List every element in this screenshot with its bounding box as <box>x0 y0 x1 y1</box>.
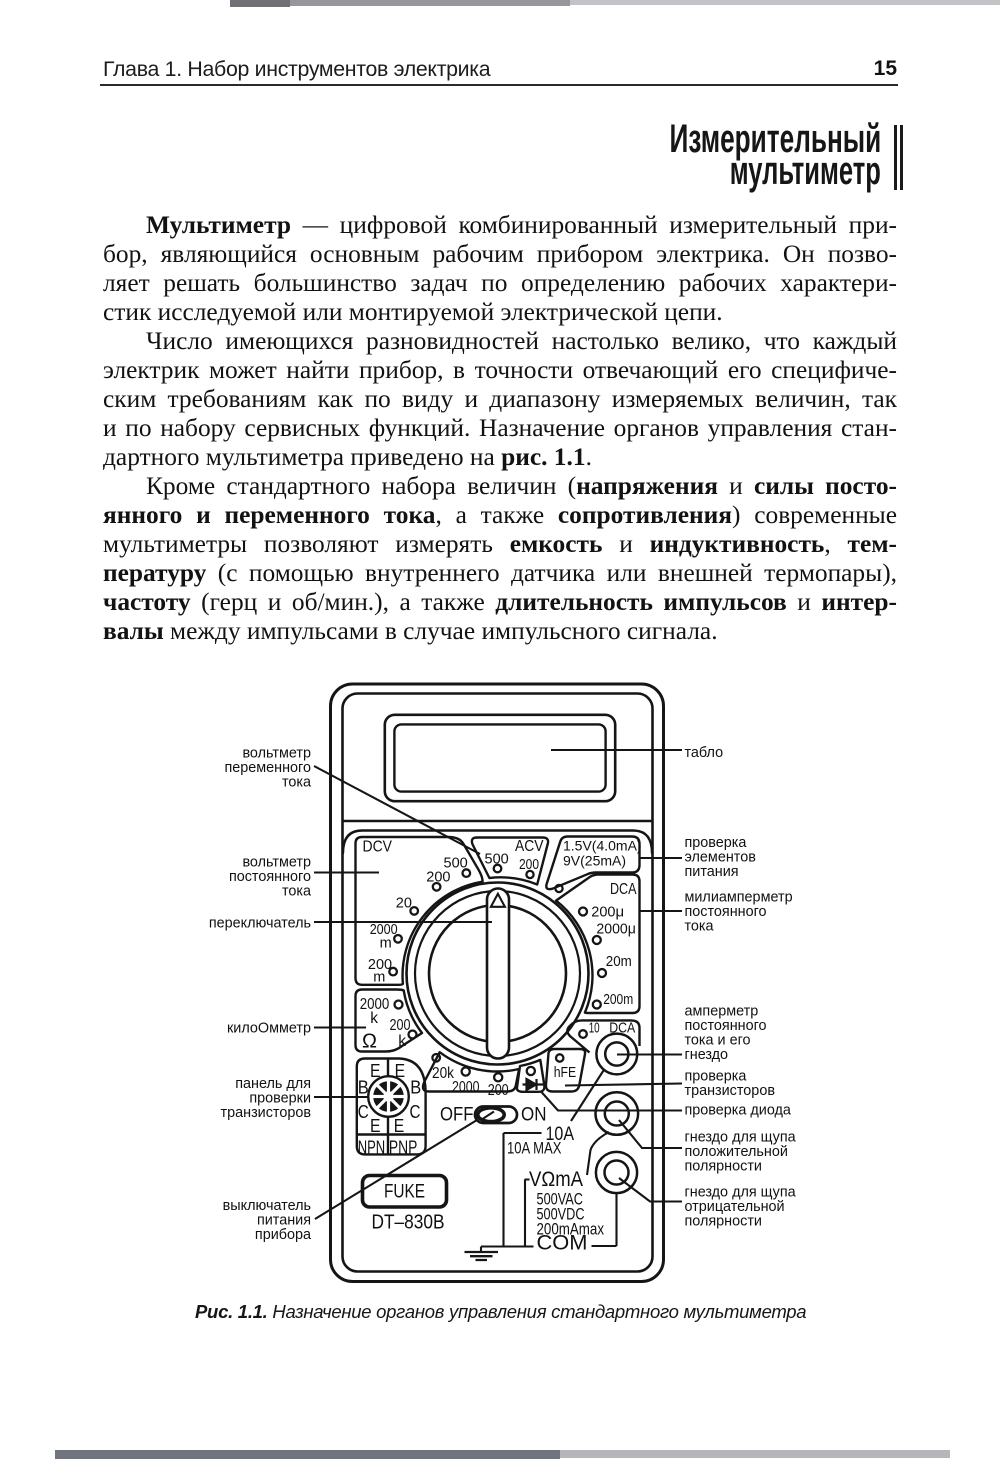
svg-text:20m: 20m <box>606 954 632 970</box>
svg-text:тока и его: тока и его <box>685 1033 751 1049</box>
svg-text:элементов: элементов <box>685 850 757 866</box>
svg-text:2000: 2000 <box>452 1079 480 1096</box>
svg-text:табло: табло <box>685 745 724 761</box>
svg-text:DT–830B: DT–830B <box>372 1211 445 1233</box>
svg-text:20: 20 <box>396 896 412 912</box>
svg-text:проверка: проверка <box>685 835 747 851</box>
svg-text:гнездо: гнездо <box>685 1047 729 1063</box>
svg-text:2000μ: 2000μ <box>596 922 636 938</box>
svg-text:прибора: прибора <box>255 1227 311 1243</box>
svg-text:PNP: PNP <box>389 1137 418 1157</box>
svg-text:DCA: DCA <box>609 1021 635 1037</box>
svg-text:проверки: проверки <box>249 1091 311 1107</box>
svg-text:m: m <box>373 970 385 986</box>
svg-text:200mAmax: 200mAmax <box>537 1219 605 1238</box>
svg-text:питания: питания <box>685 864 739 880</box>
svg-text:B: B <box>410 1078 421 1098</box>
svg-text:проверка: проверка <box>685 1069 747 1085</box>
svg-text:E: E <box>370 1116 381 1136</box>
svg-text:500VDC: 500VDC <box>537 1204 585 1223</box>
svg-text:B: B <box>358 1078 369 1098</box>
svg-text:амперметр: амперметр <box>685 1004 759 1020</box>
svg-text:отрицательной: отрицательной <box>685 1199 785 1215</box>
svg-text:тока: тока <box>282 884 311 900</box>
svg-text:Ω: Ω <box>362 1031 377 1053</box>
svg-text:OFF: OFF <box>440 1103 474 1125</box>
svg-text:переключатель: переключатель <box>209 916 311 932</box>
svg-text:проверка диода: проверка диода <box>685 1103 791 1119</box>
svg-text:C: C <box>410 1102 421 1122</box>
svg-text:C: C <box>358 1102 369 1122</box>
svg-text:E: E <box>370 1061 381 1081</box>
svg-text:ACV: ACV <box>515 838 544 855</box>
svg-text:милиамперметр: милиамперметр <box>685 890 793 906</box>
svg-text:200: 200 <box>390 1017 411 1034</box>
svg-text:вольтметр: вольтметр <box>242 855 311 871</box>
svg-text:10A MAX: 10A MAX <box>507 1139 562 1157</box>
svg-text:транзисторов: транзисторов <box>685 1083 776 1099</box>
svg-text:панель для: панель для <box>235 1076 311 1092</box>
svg-text:200: 200 <box>519 857 539 873</box>
svg-text:тока: тока <box>282 775 311 791</box>
svg-text:NPN: NPN <box>358 1137 386 1157</box>
svg-text:килоОмметр: килоОмметр <box>227 1021 311 1037</box>
svg-text:20k: 20k <box>432 1065 455 1082</box>
svg-text:200m: 200m <box>603 992 633 1008</box>
svg-text:200: 200 <box>368 957 392 973</box>
svg-text:DCV: DCV <box>363 839 393 856</box>
svg-text:2000: 2000 <box>360 996 390 1013</box>
svg-text:выключатель: выключатель <box>223 1198 311 1214</box>
svg-text:DCA: DCA <box>610 881 637 898</box>
svg-text:10: 10 <box>589 1021 600 1037</box>
svg-text:500: 500 <box>444 855 468 871</box>
svg-text:гнездо для щупа: гнездо для щупа <box>685 1130 796 1146</box>
svg-text:hFE: hFE <box>554 1064 577 1081</box>
svg-text:10A: 10A <box>546 1123 575 1145</box>
svg-text:500: 500 <box>485 852 509 868</box>
svg-text:VΩmA: VΩmA <box>529 1168 583 1191</box>
svg-text:транзисторов: транзисторов <box>221 1105 312 1121</box>
svg-text:E: E <box>395 1061 406 1081</box>
svg-text:положительной: положительной <box>685 1144 788 1160</box>
svg-text:ON: ON <box>521 1103 547 1125</box>
svg-text:переменного: переменного <box>224 760 311 776</box>
svg-text:постоянного: постоянного <box>685 1018 767 1034</box>
svg-text:постоянного: постоянного <box>685 904 767 920</box>
svg-text:FUKE: FUKE <box>384 1180 425 1202</box>
svg-text:200μ: 200μ <box>591 904 624 921</box>
svg-text:постоянного: постоянного <box>229 869 311 885</box>
svg-text:вольтметр: вольтметр <box>242 746 311 762</box>
svg-text:E: E <box>394 1116 405 1136</box>
svg-text:гнездо для щупа: гнездо для щупа <box>685 1185 796 1201</box>
svg-text:тока: тока <box>685 919 714 935</box>
svg-text:200: 200 <box>426 870 450 886</box>
svg-text:2000: 2000 <box>370 922 398 938</box>
svg-text:питания: питания <box>257 1213 311 1229</box>
svg-text:k: k <box>370 1010 378 1027</box>
svg-text:200: 200 <box>488 1082 509 1099</box>
svg-text:COM: COM <box>537 1231 588 1255</box>
svg-text:k: k <box>398 1033 406 1050</box>
svg-text:m: m <box>380 935 392 951</box>
svg-text:500VAC: 500VAC <box>537 1189 584 1208</box>
svg-text:1.5V(4.0mA): 1.5V(4.0mA) <box>563 838 642 854</box>
svg-text:полярности: полярности <box>685 1159 762 1175</box>
svg-text:полярности: полярности <box>685 1214 762 1230</box>
svg-text:9V(25mA): 9V(25mA) <box>563 853 626 869</box>
